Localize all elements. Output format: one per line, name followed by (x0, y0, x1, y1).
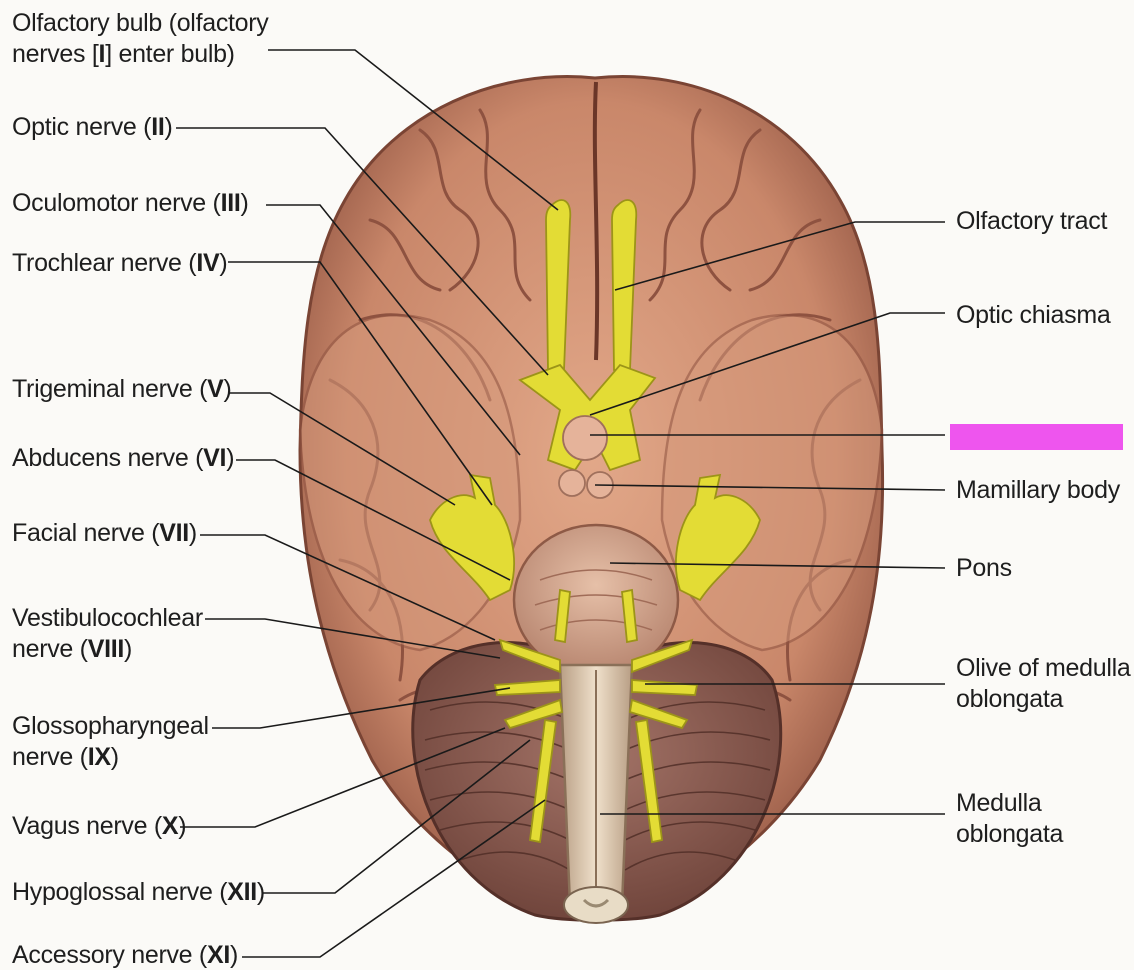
label-mamillary-body: Mamillary body (956, 476, 1120, 504)
label-text: Trigeminal nerve ( (12, 375, 208, 403)
label-text: nerve ( (12, 635, 88, 663)
label-accessory-nerve: Accessory nerve (XI) (12, 940, 238, 970)
label-optic-chiasma: Optic chiasma (956, 301, 1111, 329)
label-text: Hypoglossal nerve ( (12, 878, 228, 906)
label-text: ) (230, 941, 239, 969)
label-numeral: II (151, 113, 165, 141)
label-medulla-oblongata: Medulla oblongata (956, 788, 1063, 850)
label-text: Accessory nerve ( (12, 941, 207, 969)
label-text: ) (124, 635, 133, 663)
label-glossopharyngeal-nerve: Glossopharyngeal nerve (IX) (12, 711, 209, 773)
label-text: Optic nerve ( (12, 113, 152, 141)
label-numeral: III (220, 189, 241, 217)
label-text: ) (240, 189, 249, 217)
label-text: Abducens nerve ( (12, 444, 204, 472)
label-text: Olive of medulla (956, 654, 1131, 682)
label-text: ) (110, 743, 119, 771)
label-trochlear-nerve: Trochlear nerve (IV) (12, 248, 228, 279)
label-olfactory-bulb-line2a: nerves [ (12, 40, 99, 68)
label-olfactory-bulb-line1: Olfactory bulb (olfactory (12, 9, 269, 37)
label-numeral: VI (203, 444, 227, 472)
label-numeral: XII (227, 878, 257, 906)
label-vestibulocochlear-nerve: Vestibulocochlear nerve (VIII) (12, 603, 203, 665)
label-text: Facial nerve ( (12, 519, 160, 547)
label-oculomotor-nerve: Oculomotor nerve (III) (12, 188, 249, 219)
label-pons: Pons (956, 554, 1012, 582)
label-text: ) (223, 375, 232, 403)
label-text: Oculomotor nerve ( (12, 189, 221, 217)
label-numeral: V (207, 375, 224, 403)
label-olfactory-bulb-numeral: I (98, 40, 106, 68)
label-optic-nerve: Optic nerve (II) (12, 112, 173, 143)
label-numeral: IV (196, 249, 220, 277)
label-olfactory-bulb: Olfactory bulb (olfactory nerves [I] ent… (12, 8, 269, 70)
label-numeral: VIII (87, 635, 125, 663)
label-hypoglossal-nerve: Hypoglossal nerve (XII) (12, 877, 265, 908)
label-text: ) (164, 113, 173, 141)
label-text: ) (178, 812, 187, 840)
redacted-label-box (950, 424, 1123, 450)
pituitary-region (562, 415, 608, 461)
label-numeral: X (161, 812, 179, 840)
label-text: Vestibulocochlear (12, 604, 203, 632)
longitudinal-fissure (592, 81, 600, 361)
label-text: ) (219, 249, 228, 277)
label-numeral: IX (87, 743, 111, 771)
leader-lines (176, 49, 946, 958)
label-text: ) (226, 444, 235, 472)
cranial-nerves (429, 199, 761, 844)
label-olive-of-medulla: Olive of medulla oblongata (956, 653, 1131, 715)
label-olfactory-bulb-line2b: ] enter bulb) (105, 40, 235, 68)
label-text: ) (256, 878, 265, 906)
label-text: Medulla (956, 789, 1042, 817)
label-abducens-nerve: Abducens nerve (VI) (12, 443, 235, 474)
label-trigeminal-nerve: Trigeminal nerve (V) (12, 374, 232, 405)
label-text: Glossopharyngeal (12, 712, 209, 740)
label-facial-nerve: Facial nerve (VII) (12, 518, 197, 549)
label-text: ) (188, 519, 197, 547)
mamillary-body (558, 469, 586, 497)
label-numeral: XI (206, 941, 230, 969)
label-vagus-nerve: Vagus nerve (X) (12, 811, 187, 842)
label-text: oblongata (956, 685, 1064, 713)
label-text: nerve ( (12, 743, 88, 771)
label-text: Trochlear nerve ( (12, 249, 197, 277)
label-numeral: VII (159, 519, 189, 547)
label-text: oblongata (956, 820, 1064, 848)
label-olfactory-tract: Olfactory tract (956, 207, 1108, 235)
label-text: Vagus nerve ( (12, 812, 162, 840)
